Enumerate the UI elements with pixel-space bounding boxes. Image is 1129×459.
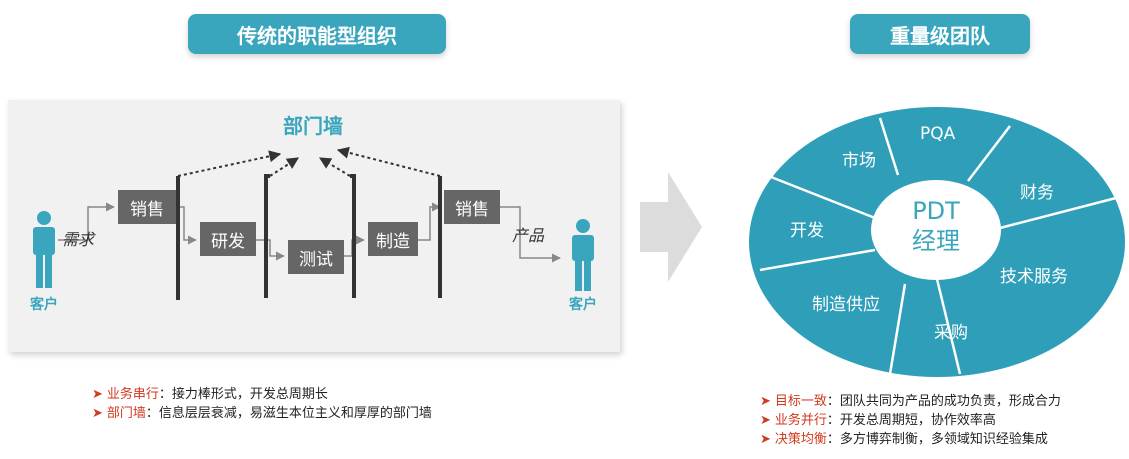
transition-arrow <box>640 172 702 282</box>
traditional-org-flow-diagram <box>33 146 594 300</box>
segment-development: 开发 <box>790 221 824 241</box>
product-label: 产品 <box>512 226 545 245</box>
segment-pqa: PQA <box>920 124 956 144</box>
manufacturing-box: 制造 <box>368 222 418 256</box>
heavyweight-team-title: 重量级团队 <box>850 14 1030 54</box>
bullet-row: ➤决策均衡：多方博弈制衡，多领域知识经验集成 <box>760 432 1048 447</box>
segment-manufacturing-supply: 制造供应 <box>812 295 880 315</box>
rnd-box: 研发 <box>200 222 256 256</box>
pdt-manager-label: PDT 经理 <box>912 197 960 255</box>
sales-box-1: 销售 <box>118 190 176 224</box>
segment-procurement: 采购 <box>934 323 968 343</box>
segment-tech-service: 技术服务 <box>1000 267 1068 287</box>
traditional-org-bullets: ➤业务串行：接力棒形式，开发总周期长 ➤部门墙：信息层层衰减，易滋生本位主义和厚… <box>92 385 432 423</box>
bullet-row: ➤业务串行：接力棒形式，开发总周期长 <box>92 387 328 402</box>
customer-left-icon <box>33 211 55 288</box>
bullet-row: ➤业务并行：开发总周期短，协作效率高 <box>760 413 996 428</box>
heavyweight-team-bullets: ➤目标一致：团队共同为产品的成功负责，形成合力 ➤业务并行：开发总周期短，协作效… <box>760 392 1061 449</box>
traditional-org-title: 传统的职能型组织 <box>188 14 446 54</box>
demand-label: 需求 <box>62 230 95 249</box>
bullet-row: ➤部门墙：信息层层衰减，易滋生本位主义和厚厚的部门墙 <box>92 406 432 421</box>
traditional-org-panel <box>8 100 620 352</box>
customer-left-label: 客户 <box>30 297 58 313</box>
heavyweight-team-diagram <box>749 107 1125 377</box>
customer-right-label: 客户 <box>569 297 597 313</box>
sales-box-2: 销售 <box>444 190 500 224</box>
department-wall-title: 部门墙 <box>283 114 343 138</box>
bullet-row: ➤目标一致：团队共同为产品的成功负责，形成合力 <box>760 394 1061 409</box>
testing-box: 测试 <box>288 240 344 274</box>
segment-marketing: 市场 <box>842 151 876 171</box>
segment-finance: 财务 <box>1020 183 1054 203</box>
customer-right-icon <box>572 219 594 291</box>
